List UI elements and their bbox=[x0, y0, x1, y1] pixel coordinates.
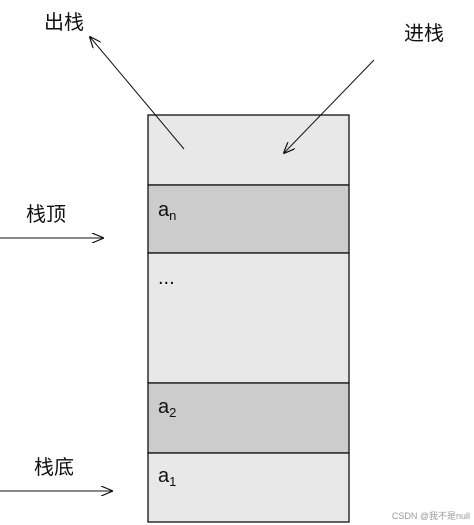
push-arrow bbox=[284, 59, 375, 153]
cell-an-subscript: n bbox=[169, 208, 177, 223]
cell-a1-text: a1 bbox=[158, 466, 176, 488]
watermark: CSDN @我不是null bbox=[391, 511, 470, 521]
cell-a2-base: a bbox=[158, 396, 170, 418]
stack-cell-a1 bbox=[147, 452, 350, 523]
stack-cell-a2 bbox=[147, 382, 350, 454]
pop-arrow bbox=[90, 37, 185, 150]
cell-a2-text: a2 bbox=[158, 397, 176, 419]
cell-a1-subscript: 1 bbox=[169, 474, 177, 489]
stack-cell-an bbox=[147, 184, 350, 254]
cell-ellipsis-text: ... bbox=[158, 267, 175, 289]
cell-an-base: a bbox=[158, 199, 170, 221]
top-label: 栈顶 bbox=[26, 202, 66, 226]
pop-label: 出栈 bbox=[44, 10, 84, 34]
cell-an-text: an bbox=[158, 200, 176, 222]
push-label: 进栈 bbox=[404, 21, 444, 45]
cell-a1-base: a bbox=[158, 465, 170, 487]
stack-cell-ellipsis bbox=[147, 252, 350, 384]
bottom-label: 栈底 bbox=[34, 455, 74, 479]
cell-a2-subscript: 2 bbox=[169, 405, 177, 420]
stack-empty-space bbox=[147, 114, 350, 186]
